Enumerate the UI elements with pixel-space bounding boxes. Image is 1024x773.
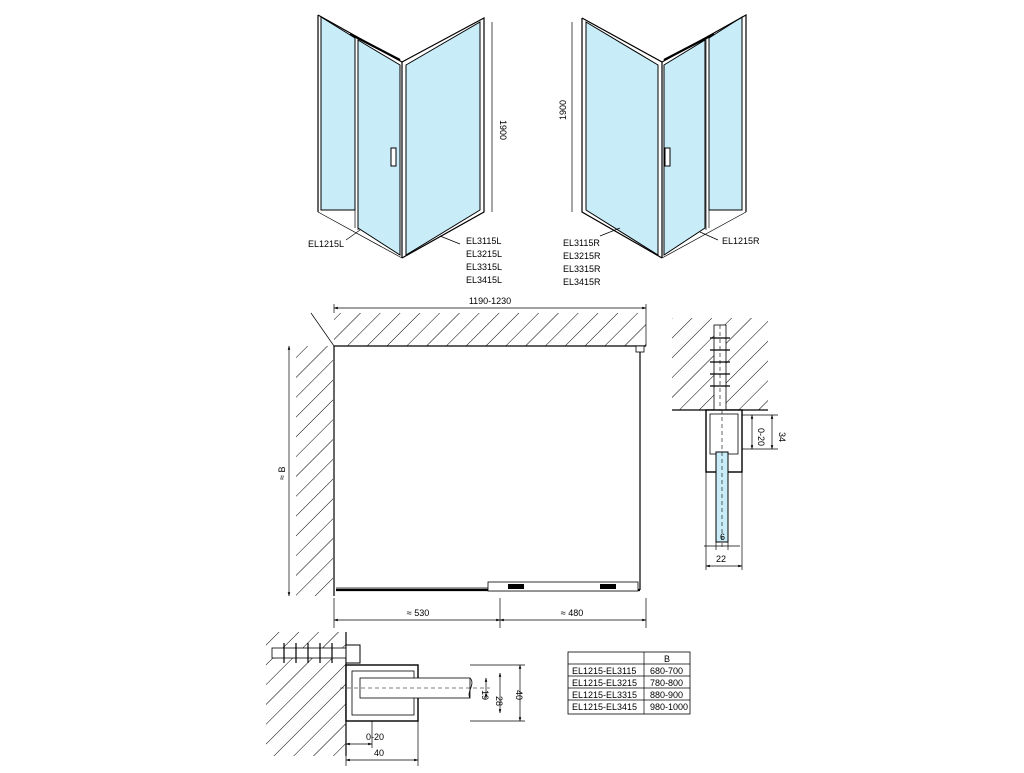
profile-dim-34: 34 [777, 432, 787, 442]
bottom-detail: 40 28 19 0-20 40 [266, 632, 525, 766]
plan-fixed-dim: ≈ 480 [561, 608, 583, 618]
left-wall-hatch [296, 346, 333, 596]
table-row-3-b: 980-1000 [650, 702, 688, 712]
left-height-dim: 1900 [498, 120, 508, 140]
right-door-glass-2 [708, 16, 743, 211]
plan-door-dim: ≈ 530 [407, 608, 429, 618]
right-iso-view: 1900 EL3115R EL3215R EL3315R EL3415R EL1… [558, 13, 760, 287]
bottom-dim-40-v: 40 [514, 690, 524, 700]
label-el3415r: EL3415R [563, 277, 601, 287]
table-row-0-b: 680-700 [650, 666, 683, 676]
label-el3315l: EL3315L [466, 262, 502, 272]
bottom-dim-0-20: 0-20 [366, 732, 384, 742]
right-side-glass [585, 21, 659, 256]
profile-detail: 34 0-20 6 22 [672, 318, 787, 570]
wall-profile [705, 409, 743, 548]
profile-dim-6: 6 [720, 532, 725, 542]
size-table: B EL1215-EL3115 680-700 EL1215-EL3215 78… [567, 651, 691, 715]
label-el3115l: EL3115L [466, 236, 501, 246]
right-door-glass [663, 39, 706, 256]
table-row-1-model: EL1215-EL3215 [572, 678, 637, 688]
left-side-glass [405, 21, 481, 256]
table-row-0-model: EL1215-EL3115 [572, 666, 636, 676]
bottom-dim-28: 28 [494, 696, 504, 706]
bottom-dim-19: 19 [480, 690, 490, 700]
label-el3115r: EL3115R [563, 238, 600, 248]
bottom-profile [340, 664, 490, 722]
profile-dim-22: 22 [716, 554, 726, 564]
profile-dim-0-20: 0-20 [756, 428, 766, 446]
bottom-dim-40-h: 40 [374, 748, 384, 758]
right-door-handle [664, 147, 671, 167]
left-door-handle [390, 147, 397, 167]
left-iso-view: 1900 EL1215L EL3115L EL3215L EL3315L EL3… [308, 14, 508, 285]
label-el3315r: EL3315R [563, 264, 601, 274]
roller-2 [600, 584, 616, 589]
plan-width-dim: 1190-1230 [469, 296, 511, 306]
left-door-glass [320, 16, 356, 211]
top-wall-hatch [334, 313, 646, 346]
right-height-dim: 1900 [558, 100, 568, 120]
table-row-2-model: EL1215-EL3315 [572, 690, 637, 700]
roller-1 [508, 584, 524, 589]
label-el3215l: EL3215L [466, 249, 502, 259]
table-header-b: B [664, 654, 670, 664]
table-row-3-model: EL1215-EL3415 [572, 702, 637, 712]
bottom-dowel [271, 643, 361, 664]
plan-view: 1190-1230 ≈ B ≈ 530 ≈ 480 [277, 296, 647, 628]
sliding-door-rail [487, 581, 639, 592]
label-el3415l: EL3415L [466, 275, 502, 285]
label-el3215r: EL3215R [563, 251, 601, 261]
table-row-1-b: 780-800 [650, 678, 683, 688]
table-row-2-b: 880-900 [650, 690, 683, 700]
plan-depth-dim: ≈ B [277, 467, 287, 480]
label-el1215l: EL1215L [308, 239, 344, 249]
label-el1215r: EL1215R [722, 236, 760, 246]
